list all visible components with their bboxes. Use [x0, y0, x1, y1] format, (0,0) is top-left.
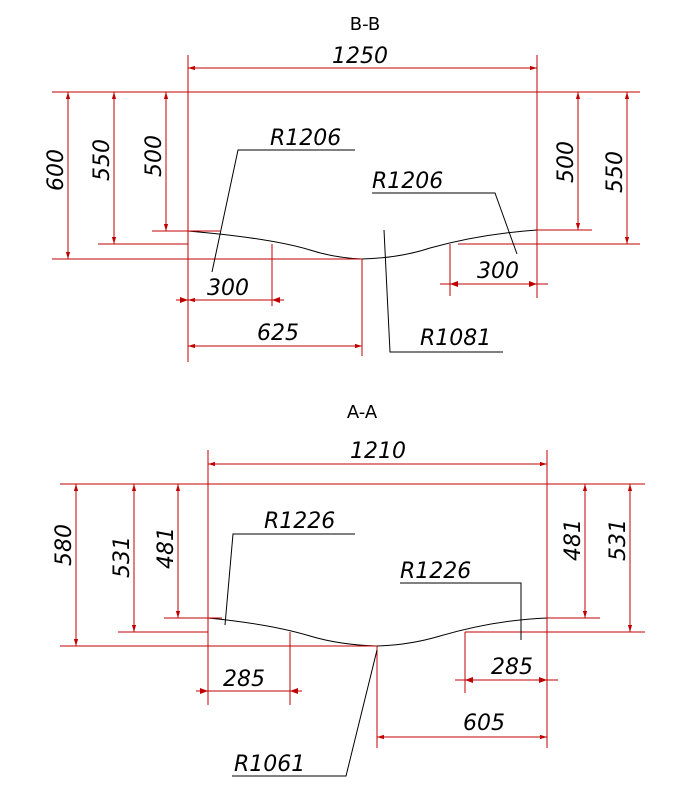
aa-height-580-label: 580: [52, 524, 77, 566]
aa-height-531-right-label: 531: [606, 519, 631, 561]
section-aa-title: A-A: [347, 402, 378, 423]
aa-height-531-left-label: 531: [110, 536, 135, 578]
section-bb-extension-lines: [52, 55, 640, 362]
bb-width-label: 1250: [332, 44, 388, 69]
section-aa-leaders: [224, 533, 522, 777]
bb-height-500-left-label: 500: [142, 135, 167, 177]
section-bb-outline: [187, 91, 538, 260]
bb-offset-right-label: 300: [477, 259, 519, 284]
bb-radius-right-label: R1206: [372, 169, 443, 194]
bb-height-600-label: 600: [44, 149, 69, 191]
aa-radius-center-label: R1061: [234, 752, 305, 777]
section-aa-outline: [207, 483, 548, 647]
bb-half-width-label: 625: [257, 321, 299, 346]
section-aa-extension-lines: [60, 450, 645, 748]
aa-height-481-left-label: 481: [154, 527, 179, 569]
section-bb: B-B 1250 600 550 500: [44, 14, 640, 362]
aa-radius-right-label: R1226: [400, 559, 471, 584]
bb-offset-left-label: 300: [207, 276, 249, 301]
aa-width-label: 1210: [350, 439, 406, 464]
section-bb-leaders: [211, 149, 518, 353]
bb-height-550-left-label: 550: [90, 139, 115, 181]
aa-half-width-label: 605: [463, 711, 505, 736]
aa-offset-right-label: 285: [491, 655, 533, 680]
bb-radius-left-label: R1206: [270, 126, 341, 151]
section-bb-title: B-B: [350, 14, 381, 35]
aa-height-481-right-label: 481: [561, 519, 586, 561]
aa-radius-left-label: R1226: [264, 509, 335, 534]
bb-radius-center-label: R1081: [420, 326, 491, 351]
bb-height-500-right-label: 500: [554, 141, 579, 183]
section-aa: A-A 1210 580 531 481: [52, 402, 645, 777]
bb-height-550-right-label: 550: [603, 151, 628, 193]
aa-offset-left-label: 285: [223, 667, 265, 692]
